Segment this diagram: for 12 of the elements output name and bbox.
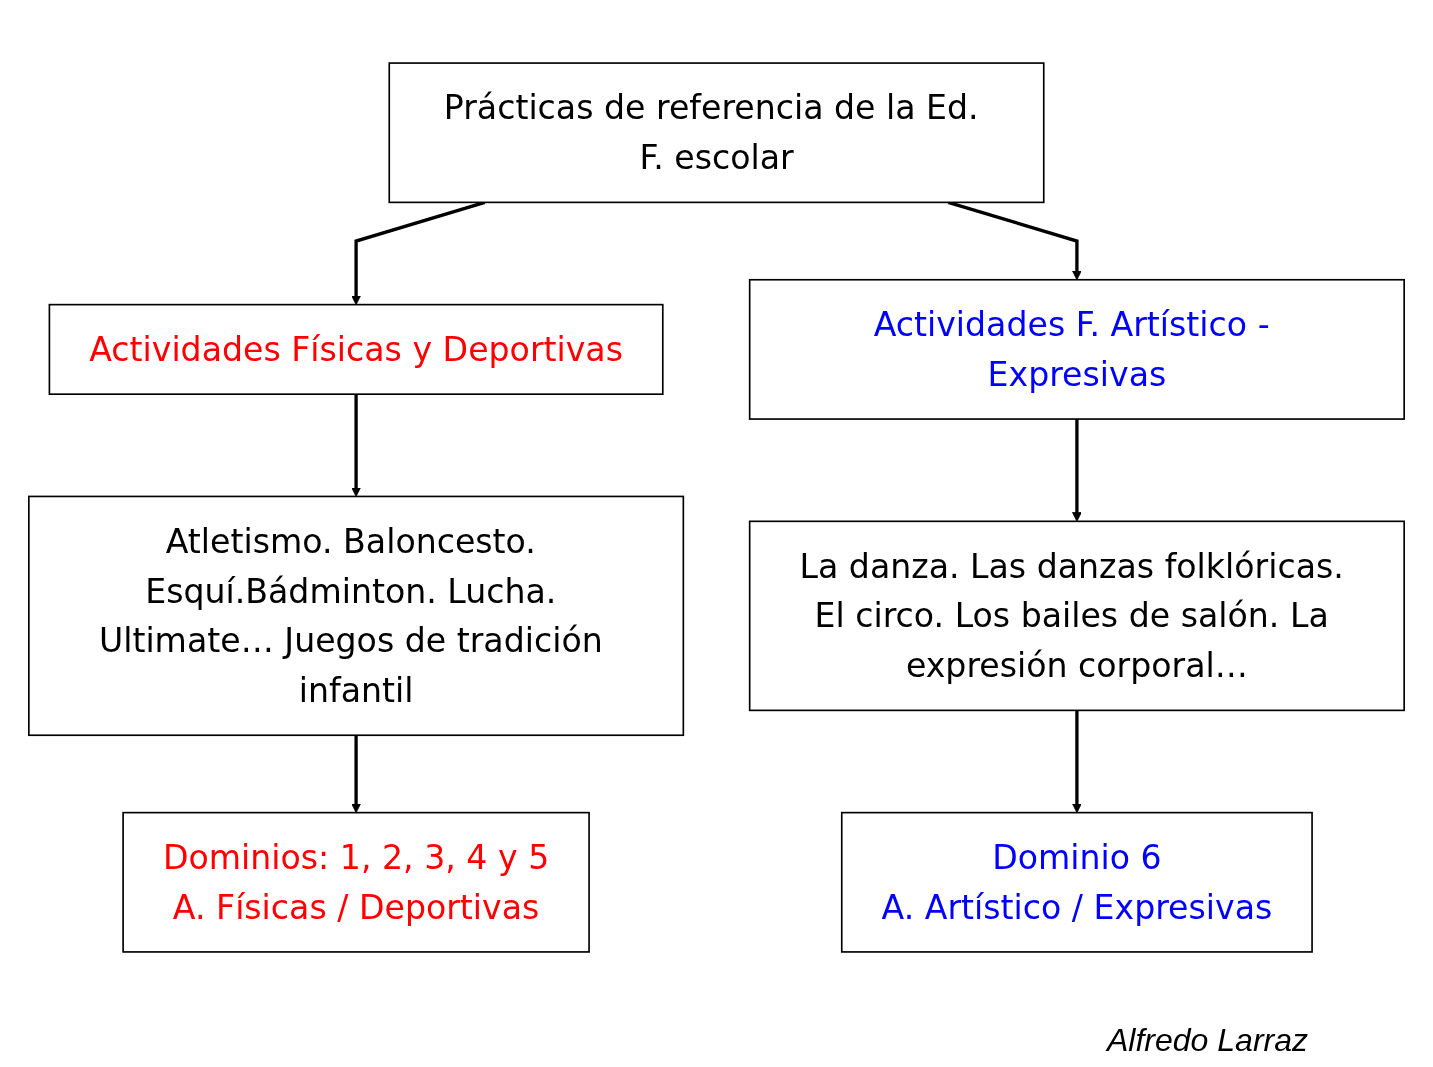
node-box: Atletismo. Baloncesto. Esquí.Bádminton. Lucha. Ultimate… Juegos de tradición infantil <box>28 495 685 737</box>
node-box: Actividades Físicas y Deportivas <box>48 303 664 395</box>
node-box: Dominio 6 A. Artístico / Expresivas <box>840 811 1313 953</box>
arrow <box>1072 419 1082 522</box>
arrow <box>351 735 361 814</box>
author-name: Alfredo Larraz <box>1107 1022 1308 1059</box>
node-box: La danza. Las danzas folklóricas. El circo. Los bailes de salón. La expresión corporal… <box>748 520 1405 712</box>
arrow <box>1072 710 1082 814</box>
node-box: Dominios: 1, 2, 3, 4 y 5 A. Físicas / Deportivas <box>122 811 590 953</box>
node-box: Actividades F. Artístico - Expresivas <box>748 278 1405 420</box>
node-box: Prácticas de referencia de la Ed. F. escolar <box>388 62 1045 204</box>
arrow <box>351 394 361 497</box>
